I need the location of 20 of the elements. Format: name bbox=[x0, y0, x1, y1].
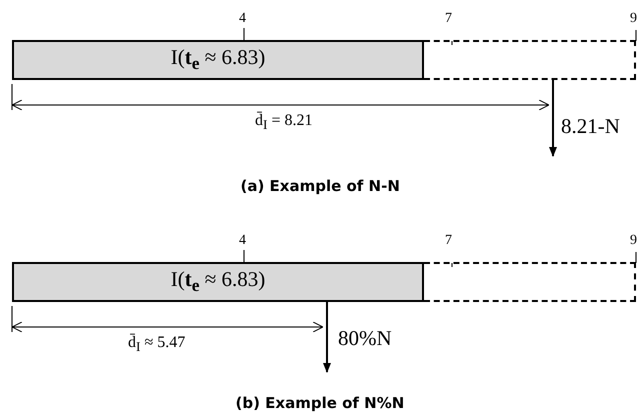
tick-label: 9 bbox=[630, 12, 637, 26]
arrow bbox=[323, 302, 331, 373]
dashed-box bbox=[424, 40, 636, 80]
edge-label: 80%N bbox=[338, 328, 392, 349]
interval-label: I(t$_{e}$ ≈ 6.83) bbox=[170, 45, 266, 75]
arrow bbox=[549, 80, 557, 157]
dashed-box bbox=[424, 262, 636, 302]
edge-label: 8.21-N bbox=[561, 116, 620, 137]
bar-segment bbox=[12, 262, 424, 302]
tick-label: 7 bbox=[445, 12, 452, 26]
dimension-label: d̄$_{I}$ ≈ 5.47 bbox=[128, 335, 186, 354]
tick-label: 7 bbox=[445, 234, 452, 248]
tick-label: 4 bbox=[239, 234, 246, 248]
caption: (a) Example of N-N bbox=[240, 179, 400, 194]
interval-label: I(t$_{e}$ ≈ 6.83) bbox=[170, 267, 266, 297]
tick-label: 9 bbox=[630, 234, 637, 248]
bar-segment bbox=[12, 40, 424, 80]
dimension-label: d̄$_{I}$ = 8.21 bbox=[255, 113, 312, 132]
tick-label: 4 bbox=[239, 12, 246, 26]
caption: (b) Example of N%N bbox=[236, 396, 404, 411]
